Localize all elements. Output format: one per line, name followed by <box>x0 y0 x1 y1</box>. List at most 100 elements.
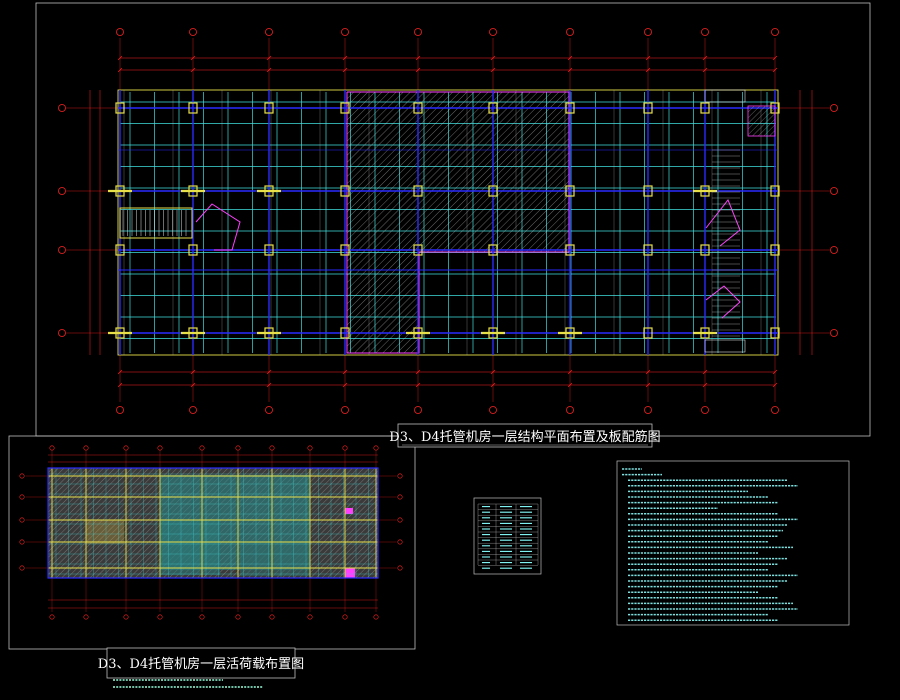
dimension-tick <box>567 382 573 388</box>
axis-bubble-icon <box>19 565 25 571</box>
load-plan-outline <box>47 467 379 579</box>
column-icon <box>188 102 198 114</box>
axis-bubble-icon <box>189 28 197 36</box>
dimension-tick <box>490 55 496 61</box>
dimension-tick <box>645 382 651 388</box>
column-icon <box>340 327 350 339</box>
axis-bubble-icon <box>49 445 55 451</box>
dimension-tick <box>702 55 708 61</box>
opening-marker <box>705 285 741 319</box>
axis-bubble-icon <box>19 517 25 523</box>
dimension-tick <box>266 369 272 375</box>
load-zone <box>160 520 220 575</box>
axis-bubble-icon <box>157 614 163 620</box>
axis-bubble-icon <box>373 614 379 620</box>
axis-bubble-icon <box>269 445 275 451</box>
axis-bubble-icon <box>199 445 205 451</box>
axis-bubble-icon <box>189 406 197 414</box>
column-icon <box>488 244 498 256</box>
axis-bubble-icon <box>19 539 25 545</box>
axis-bubble-icon <box>830 187 838 195</box>
column-icon <box>565 185 575 197</box>
dimension-tick <box>772 369 778 375</box>
main-plan-hatched-zone <box>346 91 570 354</box>
axis-bubble-icon <box>265 28 273 36</box>
dimension-tick <box>567 369 573 375</box>
equipment-marker <box>345 508 353 514</box>
dimension-tick <box>702 382 708 388</box>
axis-bubble-icon <box>58 329 66 337</box>
design-notes-frame <box>616 460 850 626</box>
dimension-tick <box>567 55 573 61</box>
dimension-tick <box>342 67 348 73</box>
axis-bubble-icon <box>414 406 422 414</box>
axis-bubble-icon <box>397 494 403 500</box>
axis-bubble-icon <box>235 614 241 620</box>
equipment-marker <box>345 568 355 578</box>
stair-outline <box>119 207 193 239</box>
axis-bubble-icon <box>566 28 574 36</box>
column-icon <box>340 185 350 197</box>
dimension-tick <box>702 67 708 73</box>
dimension-tick <box>117 67 123 73</box>
plan-outline <box>117 89 779 356</box>
dimension-tick <box>645 369 651 375</box>
main-plan-details <box>119 89 776 353</box>
axis-bubble-icon <box>701 28 709 36</box>
axis-bubble-icon <box>341 406 349 414</box>
axis-bubble-icon <box>342 445 348 451</box>
dimension-tick <box>190 67 196 73</box>
axis-bubble-icon <box>373 445 379 451</box>
column-icon <box>413 185 423 197</box>
dimension-tick <box>117 55 123 61</box>
axis-bubble-icon <box>199 614 205 620</box>
axis-bubble-icon <box>307 614 313 620</box>
axis-bubble-icon <box>830 104 838 112</box>
axis-bubble-icon <box>116 28 124 36</box>
axis-bubble-icon <box>157 445 163 451</box>
axis-bubble-icon <box>83 614 89 620</box>
legend-table-frame <box>473 497 542 575</box>
secondary-drawing-title: D3、D4托管机房一层活荷载布置图 <box>98 656 304 672</box>
hatched-slab-zone <box>347 252 419 353</box>
dimension-tick <box>266 55 272 61</box>
axis-bubble-icon <box>701 406 709 414</box>
detail-box <box>704 339 746 353</box>
dimension-tick <box>190 55 196 61</box>
axis-bubble-icon <box>83 445 89 451</box>
dimension-tick <box>266 67 272 73</box>
axis-bubble-icon <box>58 104 66 112</box>
axis-bubble-icon <box>123 614 129 620</box>
column-icon <box>643 327 653 339</box>
dimension-tick <box>415 55 421 61</box>
axis-bubble-icon <box>771 406 779 414</box>
opening-marker <box>195 203 241 251</box>
dimension-tick <box>117 382 123 388</box>
axis-bubble-icon <box>235 445 241 451</box>
dimension-tick <box>190 382 196 388</box>
dimension-tick <box>645 55 651 61</box>
column-icon <box>643 102 653 114</box>
axis-bubble-icon <box>123 445 129 451</box>
dimension-tick <box>190 369 196 375</box>
axis-bubble-icon <box>830 329 838 337</box>
dimension-tick <box>415 369 421 375</box>
dimension-tick <box>490 67 496 73</box>
column-icon <box>264 244 274 256</box>
axis-bubble-icon <box>644 28 652 36</box>
axis-bubble-icon <box>397 565 403 571</box>
column-icon <box>488 102 498 114</box>
axis-bubble-icon <box>771 28 779 36</box>
column-icon <box>340 244 350 256</box>
column-icon <box>413 102 423 114</box>
hatched-zone-outline <box>346 91 570 354</box>
axis-bubble-icon <box>566 406 574 414</box>
dimension-tick <box>490 369 496 375</box>
axis-bubble-icon <box>19 473 25 479</box>
axis-bubble-icon <box>19 494 25 500</box>
dimension-tick <box>415 67 421 73</box>
main-drawing-title: D3、D4托管机房一层结构平面布置及板配筋图 <box>389 429 660 445</box>
dimension-tick <box>645 67 651 73</box>
main-plan-beams <box>118 90 778 355</box>
